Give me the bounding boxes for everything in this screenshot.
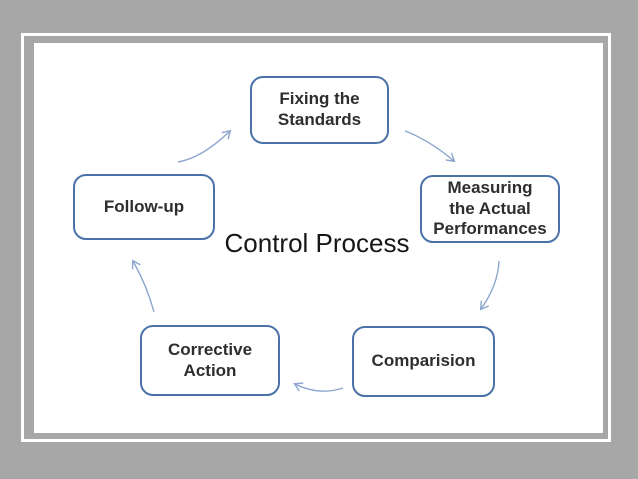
arrow-comparision-to-corrective — [293, 382, 344, 392]
node-corrective-action: Corrective Action — [140, 325, 280, 396]
diagram-title: Control Process — [224, 228, 410, 258]
node-comparision: Comparision — [352, 326, 495, 397]
node-fixing-the-standards: Fixing the Standards — [250, 76, 389, 144]
arrow-fixing-to-measuring — [404, 130, 456, 163]
cycle-arrows — [131, 129, 500, 392]
slide-frame — [21, 33, 611, 442]
arrow-corrective-to-followup — [131, 259, 155, 313]
node-follow-up: Follow-up — [73, 174, 215, 240]
node-measuring-the-actual-performances: Measuring the Actual Performances — [420, 175, 560, 243]
arrow-measuring-to-comparision — [479, 260, 500, 311]
slide-content: Fixing the Standards Measuring the Actua… — [34, 43, 603, 433]
arrow-followup-to-fixing — [177, 129, 232, 163]
